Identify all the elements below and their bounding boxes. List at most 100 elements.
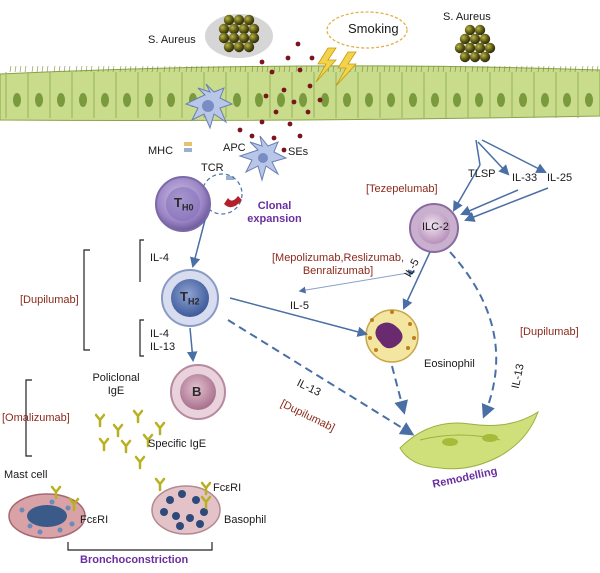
cilium xyxy=(151,65,154,73)
lightning-icon xyxy=(315,47,357,87)
cilium xyxy=(383,65,386,73)
cilium xyxy=(244,65,247,73)
remodelling-cells xyxy=(399,410,539,470)
cilium xyxy=(393,65,396,73)
cilium xyxy=(442,65,445,73)
baso-granule xyxy=(186,514,194,522)
cilium xyxy=(503,65,506,73)
bacterium xyxy=(243,41,255,53)
eos-granule xyxy=(374,348,378,352)
b-cell-symbol: B xyxy=(192,384,202,399)
cilium xyxy=(185,65,188,73)
cilium xyxy=(41,65,44,73)
cilium xyxy=(486,65,489,73)
cilium xyxy=(547,65,550,73)
cilium xyxy=(36,65,39,73)
cilium xyxy=(371,65,374,73)
se-dot xyxy=(285,55,291,61)
epithelial-nucleus xyxy=(57,93,65,107)
baso-granule xyxy=(160,508,168,516)
se-dot xyxy=(297,67,303,73)
b-cell xyxy=(170,364,226,420)
epithelial-nucleus xyxy=(145,93,153,107)
bacterium xyxy=(469,51,481,63)
cilium xyxy=(119,65,122,73)
s-aureus-label-left: S. Aureus xyxy=(148,34,196,46)
basophil-cell xyxy=(151,485,221,535)
cilium xyxy=(19,65,22,73)
arrows-solid xyxy=(186,139,549,363)
eosinophil-cell xyxy=(365,309,419,363)
epithelial-nucleus xyxy=(123,93,131,107)
th0-main: T xyxy=(174,195,182,210)
cilium xyxy=(58,65,61,73)
cilium xyxy=(266,65,269,73)
ses-dots xyxy=(237,41,323,153)
superantigen-shape xyxy=(224,196,242,208)
mast-cell-label: Mast cell xyxy=(4,469,48,481)
cilium xyxy=(471,65,474,73)
arrow-to-il25 xyxy=(481,139,547,173)
mast-granule xyxy=(27,523,33,529)
tcr-label: TCR xyxy=(201,162,224,174)
cilium xyxy=(388,65,391,73)
arrow-th0-to-th2 xyxy=(190,219,206,269)
ige-molecule xyxy=(134,455,146,470)
epithelial-nucleus xyxy=(585,93,593,107)
epithelial-nucleus xyxy=(431,93,439,107)
se-dot xyxy=(317,97,323,103)
cilium xyxy=(454,65,457,73)
ige-molecule xyxy=(200,495,212,510)
cilium xyxy=(498,65,501,73)
epithelial-nucleus xyxy=(387,93,395,107)
ige-molecule xyxy=(50,485,62,500)
cilium xyxy=(124,65,127,73)
th0-symbol: TH0 xyxy=(174,195,193,213)
cilium xyxy=(222,65,225,73)
cilium xyxy=(449,65,452,73)
cilium xyxy=(354,65,357,73)
apc-label: APC xyxy=(223,142,246,154)
cilium xyxy=(366,65,369,73)
mast-cell xyxy=(8,493,86,539)
eos-granule xyxy=(390,310,394,314)
cilium xyxy=(112,65,115,73)
baso-granule xyxy=(196,520,204,528)
epithelial-nucleus xyxy=(79,93,87,107)
epithelial-nucleus xyxy=(35,93,43,107)
cilium xyxy=(129,65,132,73)
s-aureus-cluster-right xyxy=(454,24,496,63)
apc-cell-small xyxy=(238,135,288,182)
mast-granule xyxy=(65,505,71,511)
ses-label: SEs xyxy=(288,146,309,158)
epithelial-nucleus xyxy=(343,93,351,107)
baso-granule xyxy=(178,490,186,498)
cilium xyxy=(525,65,528,73)
epithelial-nucleus xyxy=(167,93,175,107)
arrow-ilc2-to-eos xyxy=(402,251,431,310)
cilium xyxy=(190,65,193,73)
ilc2-label: ILC-2 xyxy=(422,221,449,233)
fceri-label-right: FcεRI xyxy=(213,482,242,494)
bracket-bronchoconstriction xyxy=(67,542,213,551)
clonal-expansion-circle xyxy=(201,173,243,215)
tlsp-stem xyxy=(475,139,481,166)
cilium xyxy=(90,65,93,73)
baso-granule xyxy=(192,496,200,504)
cilium xyxy=(168,65,171,73)
cilium xyxy=(317,65,320,73)
bacterium xyxy=(459,51,471,63)
ige-molecule xyxy=(132,409,144,424)
cilium xyxy=(53,65,56,73)
epithelium-layer xyxy=(0,65,600,121)
dupilumab-label-right: [Dupilumab] xyxy=(520,326,579,338)
eos-granule xyxy=(412,336,416,340)
ige-molecule xyxy=(98,437,110,452)
th2-main: T xyxy=(180,289,188,304)
se-dot xyxy=(307,83,313,89)
cilium xyxy=(288,65,291,73)
cilium xyxy=(141,65,144,73)
bacterium xyxy=(223,14,235,26)
epithelial-nucleus xyxy=(365,93,373,107)
se-dot xyxy=(295,41,301,47)
